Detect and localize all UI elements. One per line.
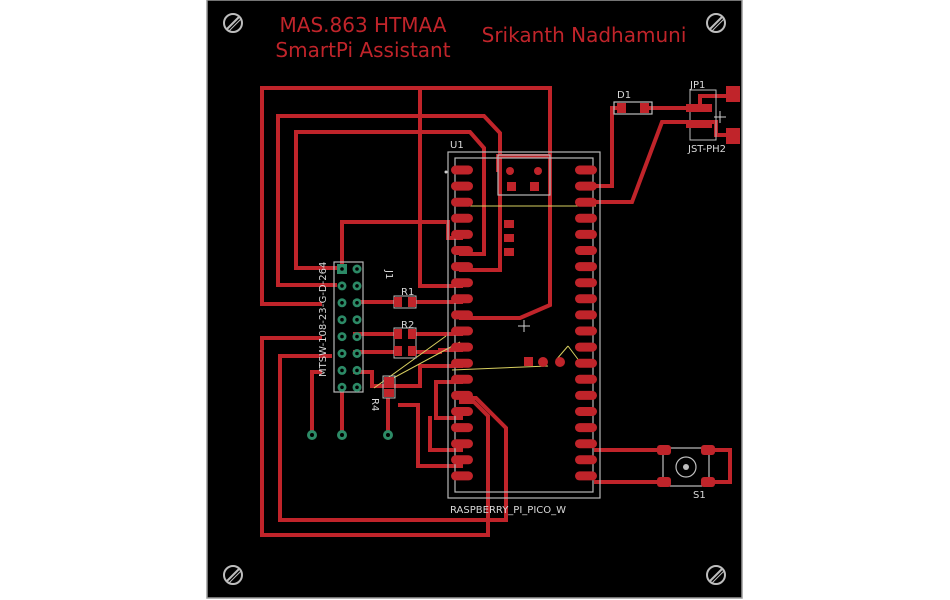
pico-pin-pad	[575, 358, 597, 368]
d1-ref-label: D1	[617, 90, 631, 101]
u1-value-label: RASPBERRY_PI_PICO_W	[450, 505, 566, 516]
mounting-hole-top-right	[706, 13, 726, 33]
header-pin	[337, 264, 347, 274]
board-title-line2: SmartPi Assistant	[275, 38, 450, 62]
pico-pin-pad	[575, 390, 597, 400]
via-pads	[307, 430, 393, 440]
header-pin	[337, 332, 347, 342]
header-pin	[352, 281, 362, 291]
pico-pin-pad	[575, 439, 597, 449]
r2-ref-label: R2	[401, 320, 414, 331]
header-pin	[352, 298, 362, 308]
r1-ref-label: R1	[401, 287, 414, 298]
j1-value-label: MTSW-108-23-G-D-264	[318, 262, 329, 377]
header-pin	[337, 298, 347, 308]
r4-resistor[interactable]: R4	[369, 375, 396, 411]
pico-pin-pad	[451, 310, 473, 320]
pico-pin-pad	[451, 246, 473, 255]
pico-pin-pad	[451, 455, 473, 465]
header-pin	[352, 382, 362, 392]
u1-pico-footprint[interactable]: U1 RASPBERRY_PI_PICO_W	[444, 140, 601, 516]
jp1-value-label: JST-PH2	[687, 144, 726, 155]
pico-pin-pad	[575, 246, 597, 255]
header-pin	[352, 332, 362, 342]
jp1-jst-connector[interactable]: JP1 JST-PH2	[686, 80, 740, 155]
pico-pin-pad	[451, 229, 473, 239]
jp1-ref-label: JP1	[689, 80, 705, 91]
r2-resistor[interactable]: R2	[393, 320, 417, 359]
r1-resistor[interactable]: R1	[393, 287, 417, 309]
board-title-line1: MAS.863 HTMAA	[280, 13, 447, 37]
header-pin	[337, 349, 347, 358]
j1-pin-header[interactable]: J1 MTSW-108-23-G-D-264	[318, 261, 394, 393]
pico-pin-pad	[451, 374, 473, 384]
pico-pin-pad	[451, 358, 473, 368]
header-pin	[337, 382, 347, 392]
pico-pin-pad	[451, 407, 473, 416]
pico-pin-pad	[575, 342, 597, 352]
pico-pin-pad	[575, 407, 597, 416]
pico-pin-pad	[575, 181, 597, 191]
pico-pin-pad	[575, 374, 597, 384]
header-pin	[337, 315, 347, 325]
pico-pin-pad	[451, 326, 473, 336]
pico-pin-pad	[451, 181, 473, 191]
header-pin	[352, 365, 362, 375]
pico-pin-pad	[451, 278, 473, 288]
pico-pin-pad	[451, 262, 473, 272]
pico-pin-pad	[451, 423, 473, 433]
mounting-hole-bottom-left	[223, 565, 243, 585]
pico-pin-pad	[451, 197, 473, 207]
pico-pin-pad	[575, 165, 597, 175]
u1-ref-label: U1	[450, 140, 464, 151]
pico-pin-pad	[451, 390, 473, 400]
pico-pin-pad	[451, 213, 473, 223]
r4-ref-label: R4	[369, 398, 380, 411]
mounting-hole-top-left	[223, 13, 243, 33]
header-pin	[352, 349, 362, 358]
s1-push-switch[interactable]: S1	[657, 445, 715, 501]
pico-pin-pad	[575, 213, 597, 223]
j1-ref-label: J1	[383, 269, 394, 279]
pico-pin-pad	[575, 326, 597, 336]
pico-pin-pad	[575, 278, 597, 288]
pico-pin-pad	[575, 197, 597, 207]
header-pin	[337, 281, 347, 291]
pico-pin-pad	[451, 294, 473, 304]
pico-pin-pad	[575, 294, 597, 304]
mounting-hole-bottom-right	[706, 565, 726, 585]
pico-pin-pad	[451, 342, 473, 352]
d1-diode[interactable]: D1	[613, 90, 653, 115]
header-pin	[352, 315, 362, 325]
board-author: Srikanth Nadhamuni	[482, 23, 687, 47]
pico-pin-pad	[575, 455, 597, 465]
header-pin	[352, 264, 362, 274]
pico-pin-pad	[575, 423, 597, 433]
pico-pin-pad	[575, 262, 597, 272]
pico-pin-pad	[451, 439, 473, 449]
pico-pin-pad	[451, 165, 473, 175]
pico-pin-pad	[575, 229, 597, 239]
pico-pin-pad	[575, 471, 597, 481]
header-pin	[337, 365, 347, 375]
s1-ref-label: S1	[693, 490, 706, 501]
pico-pin-pad	[451, 471, 473, 481]
pico-pin-pad	[575, 310, 597, 320]
